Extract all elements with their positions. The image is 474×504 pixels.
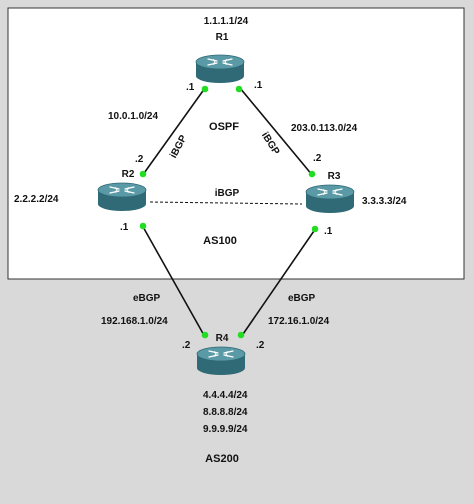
r3-r4-protocol: eBGP xyxy=(288,293,316,304)
r3-r4-r4-interface: .2 xyxy=(256,340,265,351)
router-r2-name: R2 xyxy=(122,169,135,180)
router-r2-icon[interactable] xyxy=(97,182,147,212)
r2-r3-protocol: iBGP xyxy=(215,188,240,199)
link-r1-r3 xyxy=(239,87,314,177)
r2-r4-r2-interface: .1 xyxy=(120,222,129,233)
r4-loopback-1: 4.4.4.4/24 xyxy=(203,390,248,401)
r1-r2-subnet: 10.0.1.0/24 xyxy=(108,111,158,122)
interface-dot xyxy=(235,85,243,93)
r3-r4-r3-interface: .1 xyxy=(324,226,333,237)
r3-loopback: 3.3.3.3/24 xyxy=(362,196,407,207)
link-r2-r3 xyxy=(149,201,303,205)
r1-r3-subnet: 203.0.113.0/24 xyxy=(291,123,358,134)
r2-r4-r4-interface: .2 xyxy=(182,340,191,351)
r1-r2-r2-interface: .2 xyxy=(135,154,144,165)
interface-dot xyxy=(308,170,316,178)
link-r2-r4 xyxy=(141,224,206,338)
r2-r4-subnet: 192.168.1.0/24 xyxy=(101,316,168,327)
r2-r4-protocol: eBGP xyxy=(133,293,161,304)
as200-label: AS200 xyxy=(205,453,239,465)
r1-r2-r1-interface: .1 xyxy=(186,82,195,93)
link-r3-r4 xyxy=(240,227,317,338)
interface-dot xyxy=(139,170,147,178)
as100-label: AS100 xyxy=(203,235,237,247)
interface-dot xyxy=(139,222,147,230)
link-r1-r2 xyxy=(141,87,206,177)
router-r4-icon[interactable] xyxy=(196,346,246,376)
router-r3-name: R3 xyxy=(328,171,341,182)
igp-label: OSPF xyxy=(209,121,239,133)
interface-dot xyxy=(201,85,209,93)
r4-loopback-2: 8.8.8.8/24 xyxy=(203,407,248,418)
as100-box xyxy=(7,7,465,280)
router-r1-icon[interactable] xyxy=(195,54,245,84)
r1-r3-r1-interface: .1 xyxy=(254,80,263,91)
r4-loopback-3: 9.9.9.9/24 xyxy=(203,424,248,435)
r2-loopback: 2.2.2.2/24 xyxy=(14,194,59,205)
r3-r4-subnet: 172.16.1.0/24 xyxy=(268,316,330,327)
interface-dot xyxy=(237,331,245,339)
interface-dot xyxy=(201,331,209,339)
interface-dots xyxy=(139,85,319,339)
r1-r3-r3-interface: .2 xyxy=(313,153,322,164)
router-r4-name: R4 xyxy=(216,333,229,344)
router-r1-name: R1 xyxy=(216,32,229,43)
interface-dot xyxy=(311,225,319,233)
r1-loopback: 1.1.1.1/24 xyxy=(204,16,249,27)
router-r3-icon[interactable] xyxy=(305,184,355,214)
